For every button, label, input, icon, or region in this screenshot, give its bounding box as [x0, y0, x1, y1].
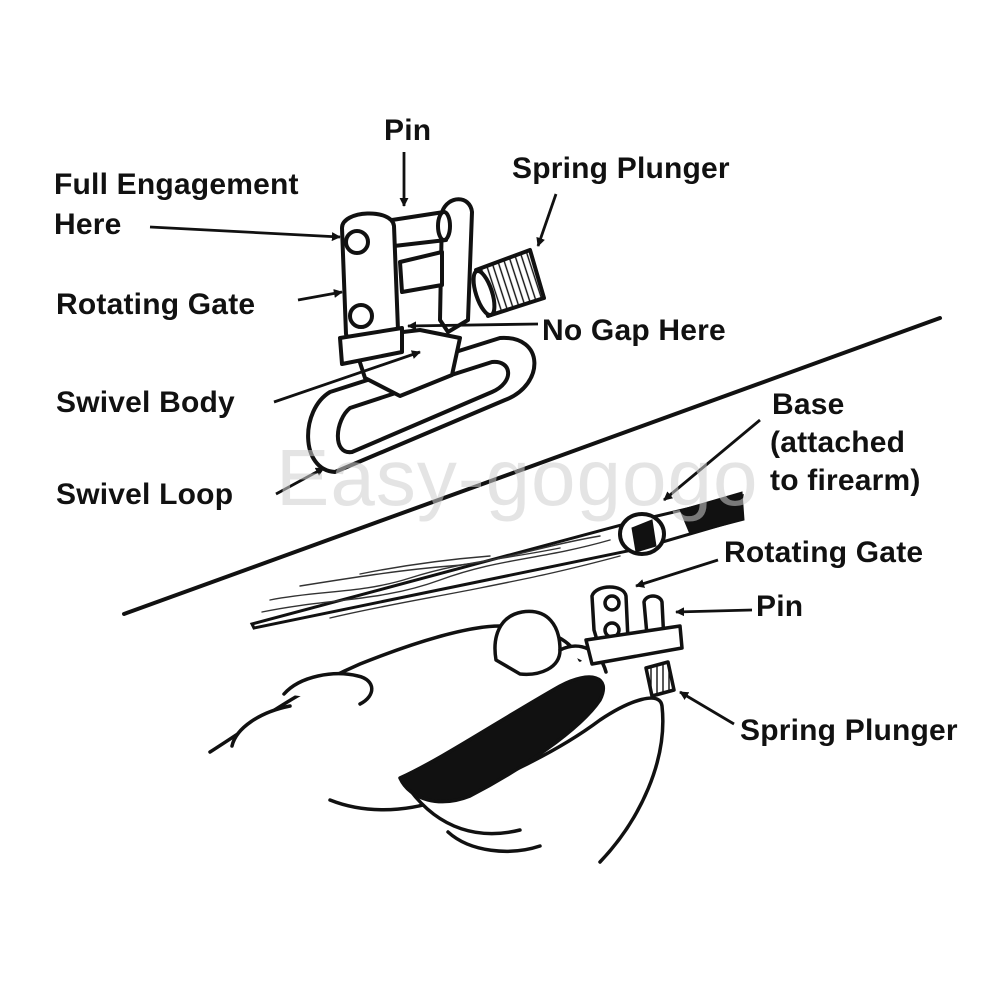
gate-floor [398, 250, 444, 294]
label-spring-plunger-bottom: Spring Plunger [740, 714, 958, 747]
label-full-engagement-line2: Here [54, 208, 122, 241]
label-base-line2: (attached [770, 426, 906, 459]
rifle-stock [122, 316, 942, 630]
label-rotating-gate-top: Rotating Gate [56, 288, 256, 321]
label-no-gap: No Gap Here [542, 314, 726, 347]
gate-ledge [338, 326, 404, 366]
label-pin-bottom: Pin [756, 590, 804, 623]
swivel-loop-inner [335, 359, 511, 455]
label-full-engagement-line1: Full Engagement [54, 168, 299, 201]
label-pin-top: Pin [384, 114, 432, 147]
gate-hole-bottom [348, 303, 374, 329]
swivel-illustration [306, 197, 546, 474]
label-spring-plunger-top: Spring Plunger [512, 152, 730, 185]
label-swivel-body: Swivel Body [56, 386, 235, 419]
label-base-line1: Base [772, 388, 845, 421]
gate-hole-top [344, 229, 370, 255]
hand-illustration [208, 585, 684, 864]
label-base-line3: to firearm) [770, 464, 921, 497]
watermark: Easy-gogogo [276, 433, 759, 522]
lower-spring-plunger [644, 660, 676, 698]
label-rotating-gate-bottom: Rotating Gate [724, 536, 924, 569]
label-swivel-loop: Swivel Loop [56, 478, 234, 511]
leader-arrows [149, 152, 761, 726]
